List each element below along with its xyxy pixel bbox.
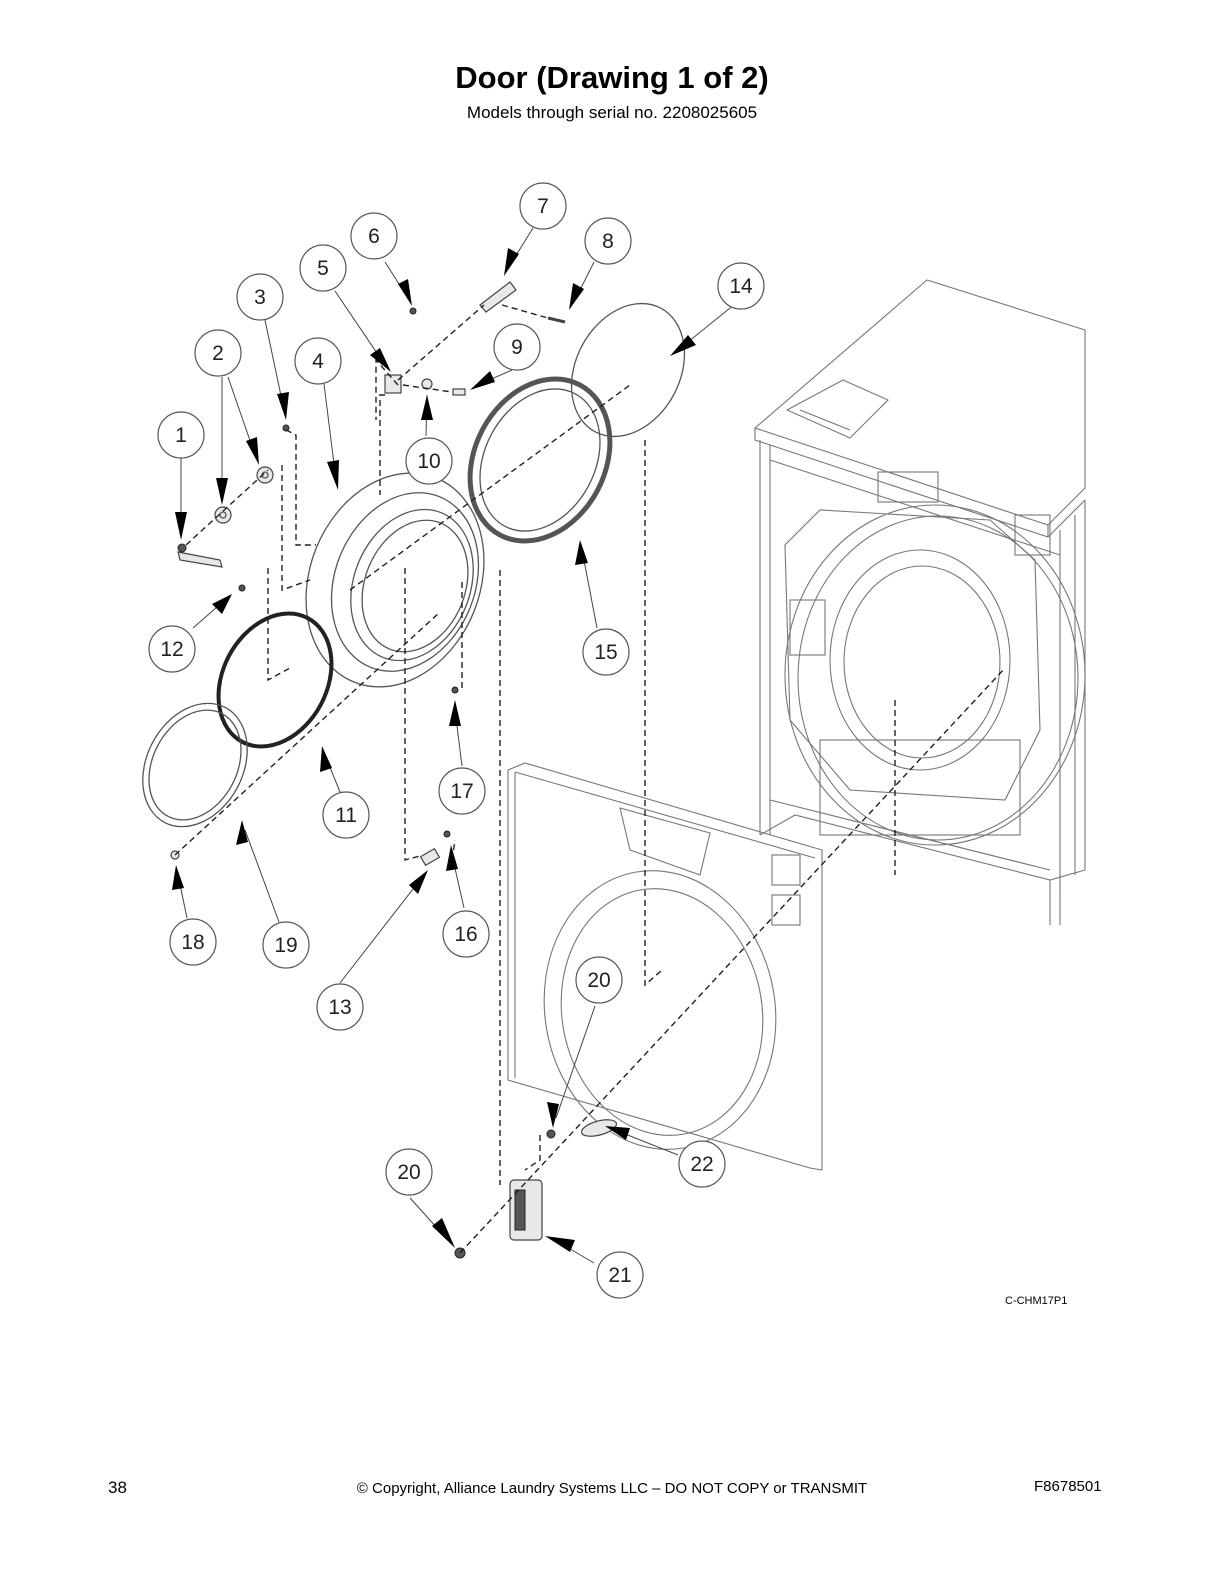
svg-text:7: 7 — [537, 195, 549, 218]
door-gasket — [216, 611, 334, 749]
callout-2: 2 — [194, 329, 242, 377]
svg-text:14: 14 — [729, 275, 753, 298]
svg-text:5: 5 — [317, 257, 329, 280]
svg-text:11: 11 — [335, 804, 357, 827]
svg-text:3: 3 — [254, 286, 266, 309]
arrowheads — [172, 248, 696, 1252]
trim-ring — [142, 702, 248, 828]
callout-13: 13 — [316, 983, 364, 1031]
callout-9: 9 — [493, 323, 541, 371]
callout-18: 18 — [169, 918, 217, 966]
page-subtitle: Models through serial no. 2208025605 — [466, 103, 758, 122]
door-glass — [570, 302, 686, 438]
callout-20a: 20 — [575, 956, 623, 1004]
machine-cabinet — [753, 279, 1086, 925]
glass-ring — [467, 376, 613, 544]
callout-22: 22 — [678, 1140, 726, 1188]
svg-text:6: 6 — [368, 225, 380, 248]
svg-text:20: 20 — [397, 1161, 420, 1184]
svg-text:21: 21 — [608, 1264, 631, 1287]
callout-3: 3 — [236, 273, 284, 321]
svg-text:8: 8 — [602, 230, 614, 253]
callout-4: 4 — [294, 337, 342, 385]
svg-text:20: 20 — [587, 969, 610, 992]
door-parts — [142, 281, 686, 1259]
callout-12: 12 — [148, 625, 196, 673]
document-number: F8678501 — [1034, 1478, 1102, 1495]
callout-5: 5 — [299, 244, 347, 292]
svg-text:4: 4 — [312, 350, 324, 373]
copyright-notice: © Copyright, Alliance Laundry Systems LL… — [356, 1480, 868, 1497]
page-title: Door (Drawing 1 of 2) — [455, 60, 769, 95]
callout-balloons: 1 2 3 4 5 6 7 8 9 10 11 12 13 14 15 16 1… — [148, 182, 765, 1299]
callout-19: 19 — [262, 921, 310, 969]
page-number: 38 — [108, 1478, 127, 1497]
callout-7: 7 — [519, 182, 567, 230]
hinge-pin — [479, 281, 517, 313]
svg-text:16: 16 — [454, 923, 477, 946]
callout-16: 16 — [442, 910, 490, 958]
strike-plate — [580, 1119, 618, 1137]
svg-text:19: 19 — [274, 934, 297, 957]
callout-1: 1 — [157, 411, 205, 459]
control-panel — [785, 379, 889, 439]
svg-text:10: 10 — [417, 450, 440, 473]
hinge-bracket — [384, 374, 402, 394]
svg-text:1: 1 — [175, 424, 187, 447]
front-panel — [507, 762, 823, 1171]
callout-10: 10 — [405, 437, 453, 485]
callout-17: 17 — [438, 767, 486, 815]
svg-text:12: 12 — [160, 638, 183, 661]
svg-text:2: 2 — [212, 342, 224, 365]
callout-15: 15 — [582, 628, 630, 676]
svg-text:22: 22 — [690, 1153, 713, 1176]
door-frame — [305, 472, 485, 688]
svg-text:18: 18 — [181, 931, 204, 954]
callout-6: 6 — [350, 212, 398, 260]
door-handle — [177, 551, 223, 568]
callout-20b: 20 — [385, 1148, 433, 1196]
assembly-lines — [174, 304, 1006, 1254]
svg-text:15: 15 — [594, 641, 617, 664]
svg-text:13: 13 — [328, 996, 351, 1019]
callout-14: 14 — [717, 262, 765, 310]
svg-text:9: 9 — [511, 336, 523, 359]
drawing-code: C-CHM17P1 — [1005, 1295, 1068, 1307]
callout-8: 8 — [584, 217, 632, 265]
callout-21: 21 — [596, 1251, 644, 1299]
svg-text:17: 17 — [450, 780, 473, 803]
callout-11: 11 — [322, 791, 370, 839]
